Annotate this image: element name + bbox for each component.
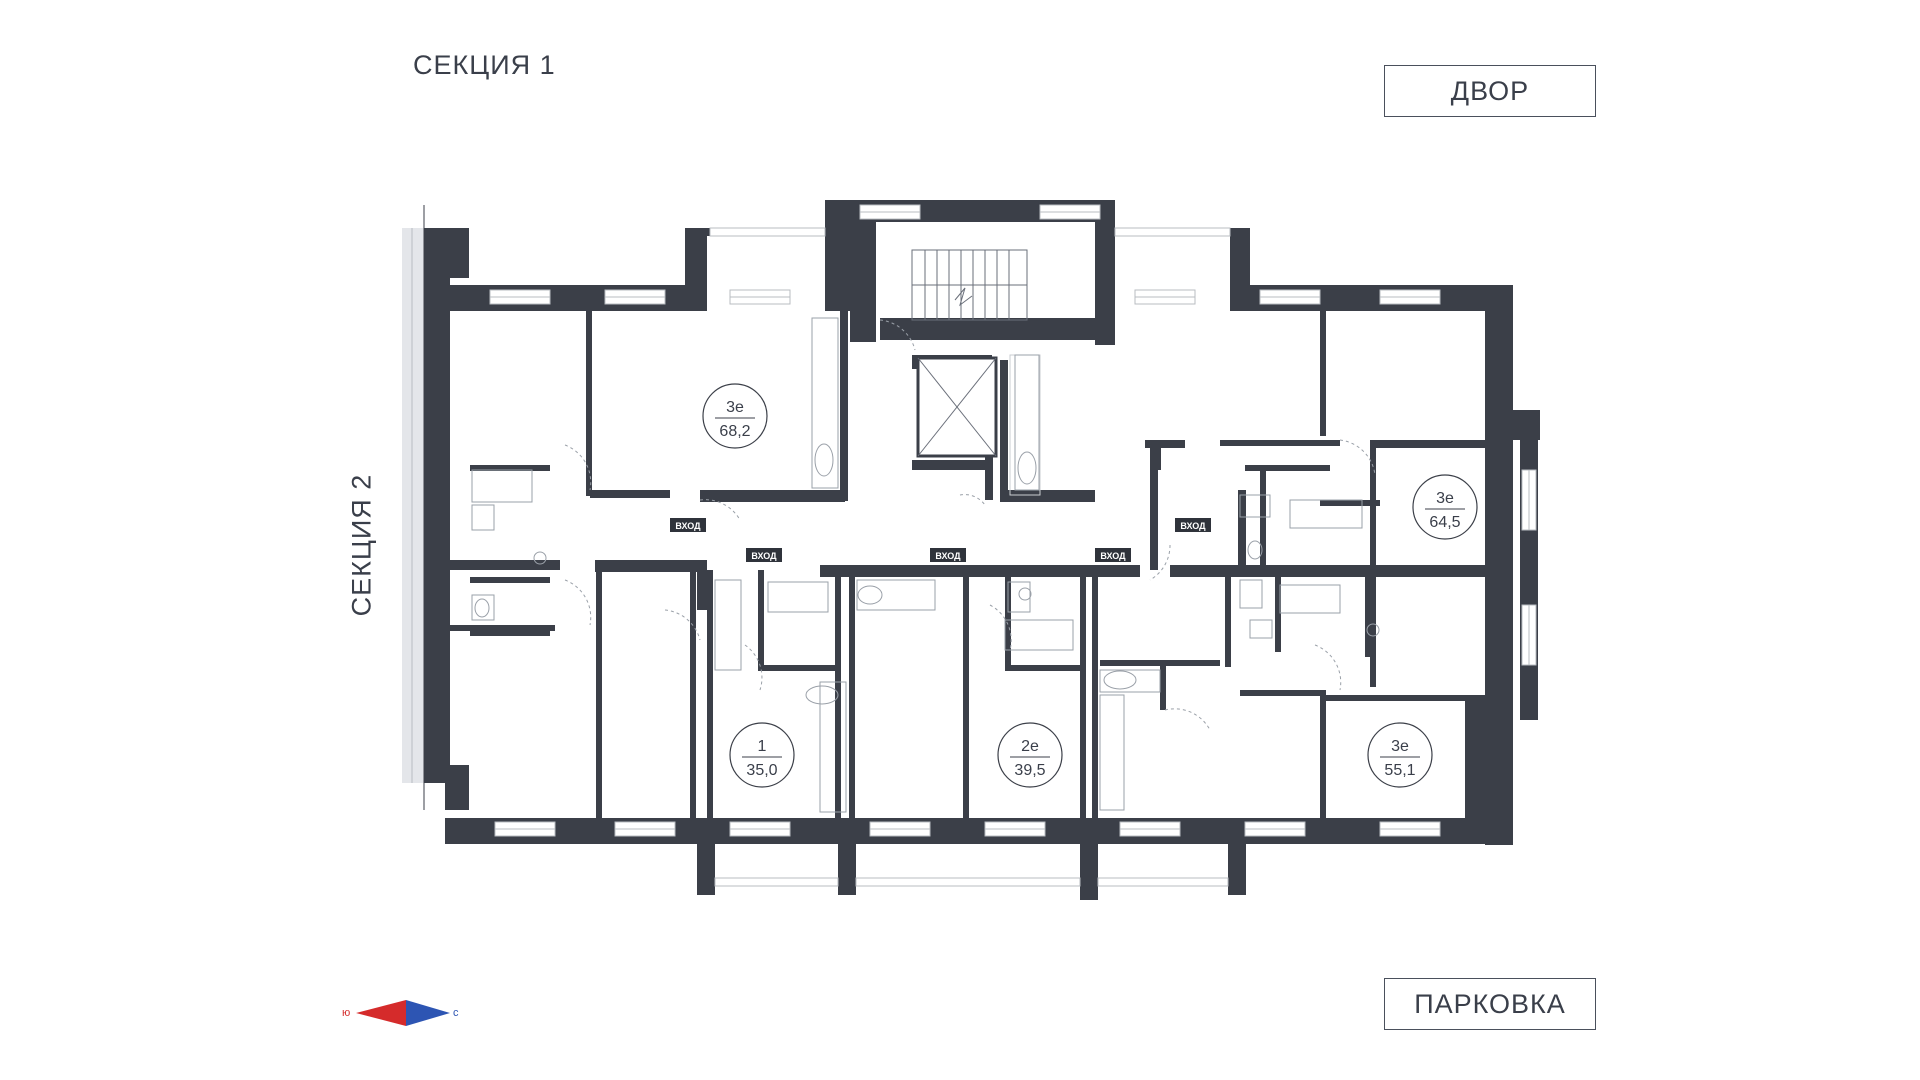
apartment-marker-1[interactable]: 3е 68,2 — [702, 383, 768, 449]
walls — [424, 200, 1540, 900]
apartment-marker-3[interactable]: 1 35,0 — [729, 722, 795, 788]
parking-label: ПАРКОВКА — [1384, 978, 1596, 1030]
yard-label: ДВОР — [1384, 65, 1596, 117]
compass-icon — [356, 1000, 450, 1026]
apartment-rooms: 1 — [758, 738, 767, 755]
compass-north-letter: с — [453, 1007, 459, 1019]
entrance-label: ВХОД — [675, 521, 701, 531]
top-windows — [489, 204, 1441, 305]
entrance-label: ВХОД — [751, 551, 777, 561]
apartment-rooms: 3е — [1391, 738, 1409, 755]
doors — [564, 319, 1376, 731]
entrance-label: ВХОД — [1180, 521, 1206, 531]
apartment-rooms: 3е — [1436, 490, 1454, 507]
staircase — [911, 249, 1028, 321]
bottom-windows — [494, 821, 1441, 887]
fixtures — [471, 317, 1380, 813]
apartment-marker-5[interactable]: 3е 55,1 — [1367, 722, 1433, 788]
apartment-area: 64,5 — [1429, 514, 1460, 531]
apartment-marker-4[interactable]: 2е 39,5 — [997, 722, 1063, 788]
section-1-label: СЕКЦИЯ 1 — [413, 50, 556, 80]
elevator — [916, 354, 1041, 496]
apartment-area: 39,5 — [1014, 762, 1045, 779]
compass-south-letter: ю — [342, 1007, 351, 1019]
apartment-area: 55,1 — [1384, 762, 1415, 779]
apartment-area: 35,0 — [746, 762, 777, 779]
apartment-rooms: 2е — [1021, 738, 1039, 755]
section-2-facade — [402, 205, 425, 810]
apartment-rooms: 3е — [726, 399, 744, 416]
apartment-marker-2[interactable]: 3е 64,5 — [1412, 474, 1478, 540]
entrance-badges: ВХОД ВХОД ВХОД ВХОД ВХОД — [670, 518, 1211, 562]
apartment-area: 68,2 — [719, 423, 750, 440]
entrance-label: ВХОД — [1100, 551, 1126, 561]
entrance-label: ВХОД — [935, 551, 961, 561]
